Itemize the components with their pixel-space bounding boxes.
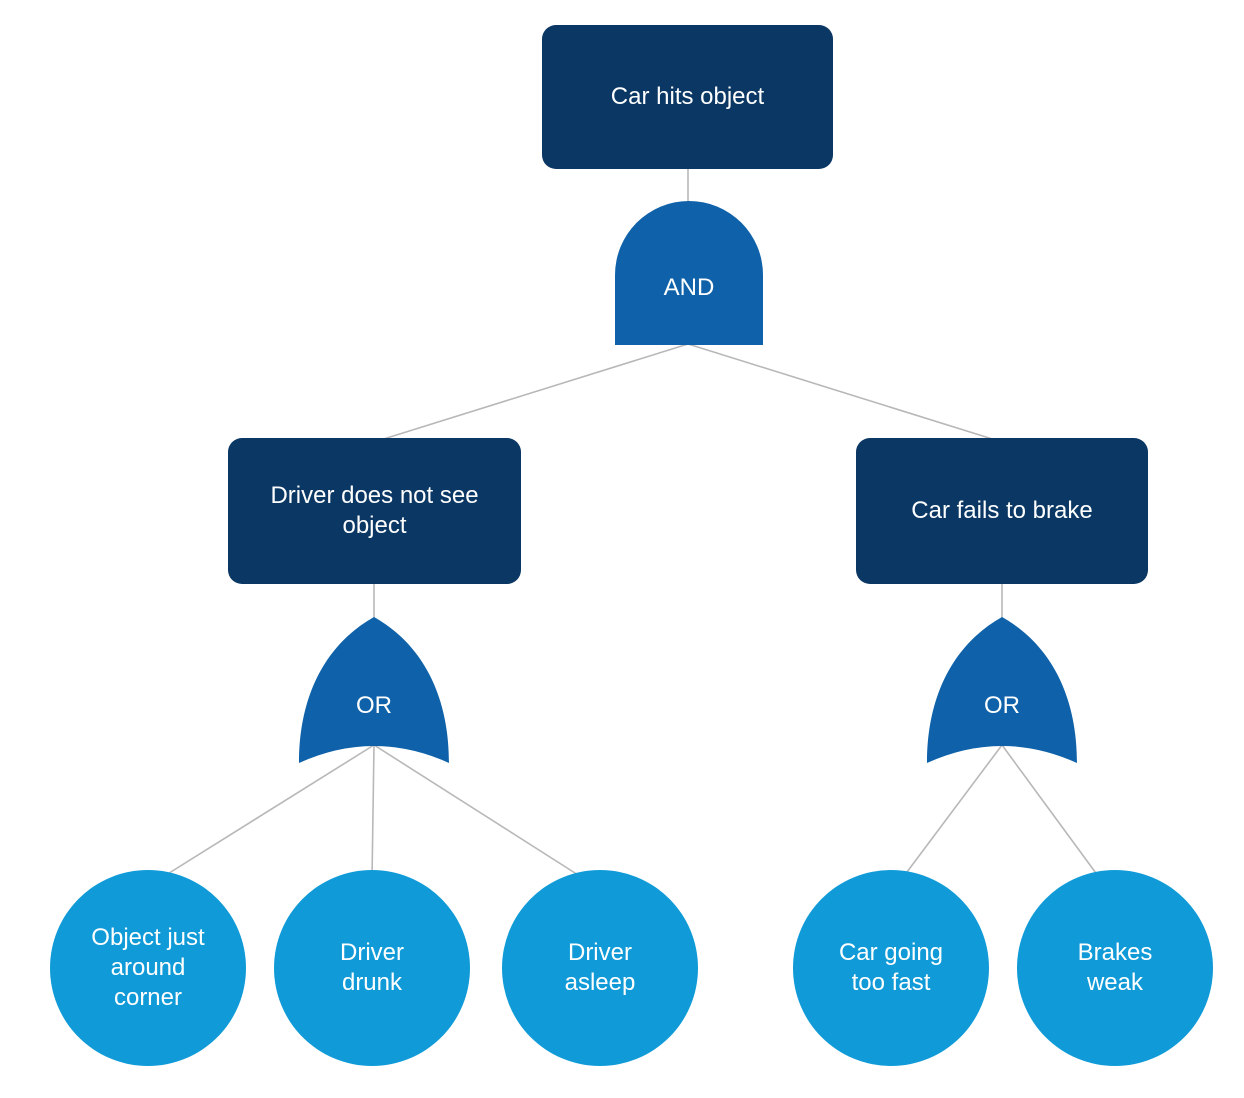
- connector-line: [687, 343, 1003, 443]
- top-event-label: Car hits object: [610, 83, 765, 110]
- connector-line: [900, 744, 1003, 881]
- basic-event-car-too-fast: Car going too fast: [793, 870, 989, 1066]
- or-gate-right-label: OR: [984, 692, 1020, 719]
- basic-event-driver-drunk: Driver drunk: [274, 870, 470, 1066]
- basic-event-label: Driver drunk: [340, 939, 404, 996]
- or-gate-right-shape: [927, 617, 1077, 763]
- basic-event-label: Car going too fast: [838, 939, 944, 996]
- or-gate-left-shape: [299, 617, 449, 763]
- connector-line: [373, 343, 689, 443]
- connector-line: [157, 744, 375, 881]
- connector-lines: [157, 168, 1102, 881]
- top-event-box: Car hits object: [542, 25, 833, 169]
- basic-event-label: Brakes weak: [1077, 939, 1153, 996]
- basic-event-label: Driver asleep: [564, 939, 636, 996]
- connector-line: [371, 744, 375, 881]
- connector-line: [1001, 744, 1102, 881]
- intermediate-event-label: Car fails to brake: [911, 497, 1093, 524]
- intermediate-event-box-car-fails-brake: Car fails to brake: [856, 438, 1148, 584]
- basic-event-object-around-corner: Object just around corner: [50, 870, 246, 1066]
- intermediate-event-label: Driver does not see object: [270, 482, 479, 539]
- and-gate-label: AND: [663, 274, 715, 301]
- intermediate-event-box-driver-not-see: Driver does not see object: [228, 438, 521, 584]
- basic-event-brakes-weak: Brakes weak: [1017, 870, 1213, 1066]
- and-gate-shape: [615, 201, 763, 345]
- or-gate-left-label: OR: [356, 692, 392, 719]
- basic-event-label: Object just around corner: [91, 924, 205, 1011]
- connector-line: [373, 744, 587, 881]
- basic-event-driver-asleep: Driver asleep: [502, 870, 698, 1066]
